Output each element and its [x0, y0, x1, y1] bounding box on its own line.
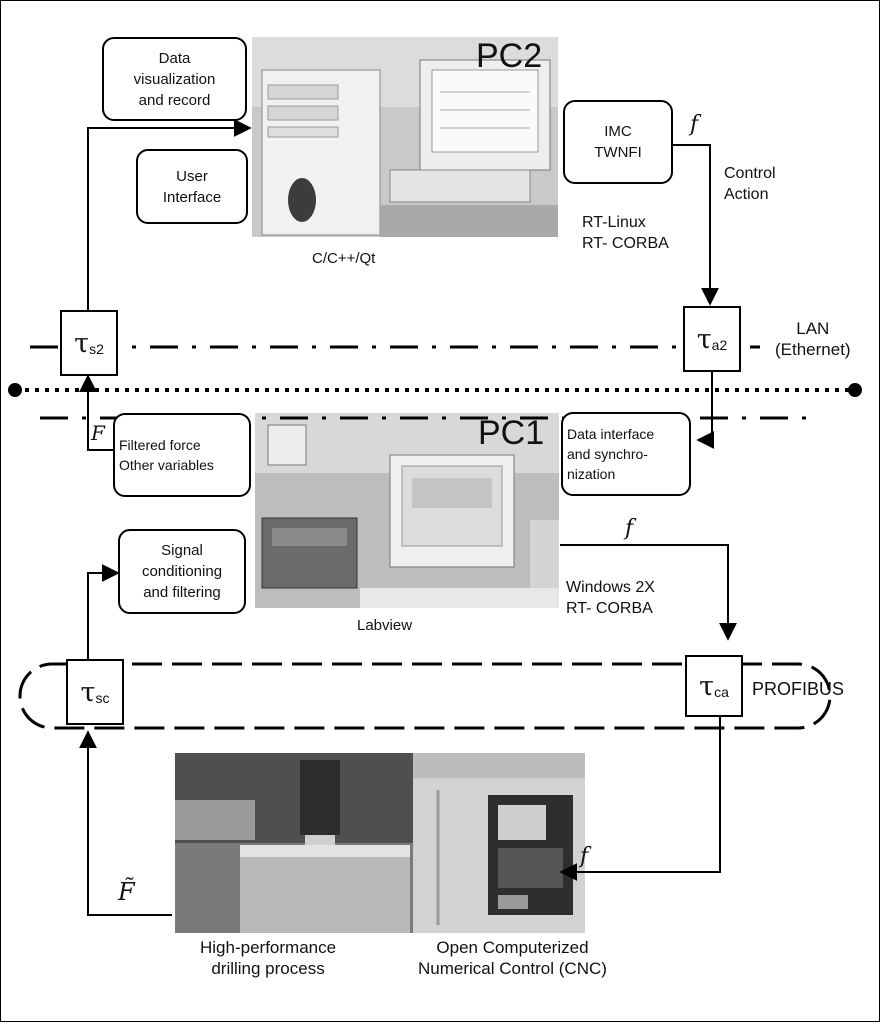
control-action-label: Control Action	[724, 165, 776, 203]
tau-symbol: τ	[74, 327, 90, 359]
pc1-label: PC1	[478, 414, 545, 452]
delay-ca-subscript: ca	[714, 684, 729, 700]
profibus-label: PROFIBUS	[752, 679, 845, 699]
filtered-force-box: Filtered force Other variables	[113, 413, 251, 497]
pc2-photo	[252, 37, 558, 237]
signal-connections	[79, 119, 737, 916]
pc1-os-label: Windows 2X RT- CORBA	[566, 579, 655, 617]
signal-f-pc2: f	[690, 112, 699, 137]
tau-symbol: τ	[80, 676, 96, 708]
signal-F-tilde: F̃	[118, 878, 135, 906]
drilling-process-label: High-performance drilling process	[200, 938, 337, 978]
tau-symbol: τ	[699, 670, 715, 702]
signal-F-filtered: F	[91, 421, 105, 445]
delay-s2-subscript: s2	[89, 341, 104, 357]
pc2-software-label: C/C++/Qt	[312, 250, 376, 267]
delay-sc-subscript: sc	[95, 690, 110, 706]
cnc-label: Open Computerized Numerical Control (CNC…	[418, 938, 607, 978]
delay-a2-subscript: a2	[711, 337, 728, 353]
signal-conditioning-box: Signal conditioning and filtering	[118, 529, 246, 614]
pc2-label: PC2	[476, 37, 543, 75]
profibus-loop	[18, 662, 832, 730]
data-interface-box: Data interface and synchro- nization	[561, 412, 691, 496]
cnc-photo	[413, 753, 585, 933]
signal-f-pc1: f	[625, 516, 634, 541]
pc2-os-label: RT-Linux RT- CORBA	[582, 214, 669, 252]
pc1-software-label: Labview	[357, 617, 413, 634]
drilling-photo	[175, 753, 413, 933]
signal-f-cnc: f	[580, 844, 589, 869]
data-visualization-box: Data visualization and record	[102, 37, 247, 121]
controller-box: IMC TWNFI	[563, 100, 673, 184]
tau-symbol: τ	[696, 323, 712, 355]
user-interface-box: User Interface	[136, 149, 248, 224]
pc1-photo	[255, 413, 559, 608]
lan-label: LAN (Ethernet)	[775, 319, 851, 359]
